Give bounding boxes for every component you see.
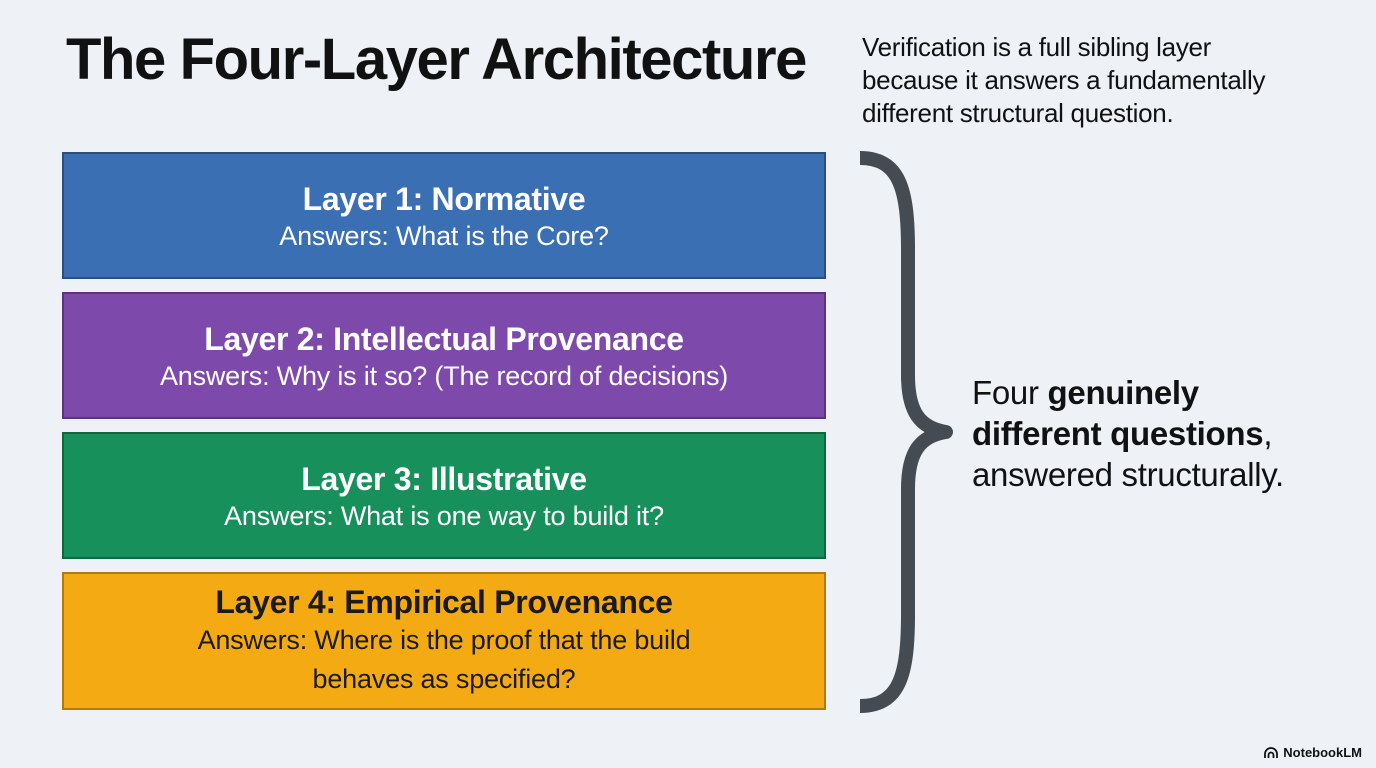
- curly-brace-icon: [859, 151, 953, 713]
- layer-3-title: Layer 3: Illustrative: [301, 460, 587, 497]
- conclusion-line-2: different questions,: [972, 413, 1352, 454]
- conclusion-line-3: answered structurally.: [972, 456, 1284, 493]
- layer-4-title: Layer 4: Empirical Provenance: [215, 584, 673, 620]
- notebooklm-watermark: NotebookLM: [1264, 745, 1362, 760]
- layer-2-title: Layer 2: Intellectual Provenance: [204, 320, 684, 357]
- slide-title: The Four-Layer Architecture: [66, 27, 807, 92]
- layer-2-box: Layer 2: Intellectual Provenance Answers…: [62, 292, 826, 419]
- conclusion-plain: ,: [1263, 415, 1273, 452]
- conclusion-text: Four genuinely different questions, answ…: [972, 372, 1352, 495]
- verification-note-line: because it answers a fundamentally: [862, 65, 1266, 95]
- layer-4-question-line: Answers: Where is the proof that the bui…: [197, 625, 691, 655]
- layer-1-box: Layer 1: Normative Answers: What is the …: [62, 152, 826, 279]
- conclusion-line-1: Four genuinely: [972, 372, 1352, 413]
- notebooklm-logo-icon: [1264, 746, 1279, 758]
- watermark-label: NotebookLM: [1283, 745, 1362, 760]
- layer-1-question: Answers: What is the Core?: [279, 220, 609, 251]
- verification-note: Verification is a full sibling layer bec…: [862, 31, 1342, 130]
- layer-4-box: Layer 4: Empirical Provenance Answers: W…: [62, 572, 826, 710]
- layer-2-question: Answers: Why is it so? (The record of de…: [159, 360, 729, 391]
- conclusion-emphasis: genuinely: [1047, 374, 1200, 411]
- layer-4-question-line: behaves as specified?: [312, 664, 576, 694]
- verification-note-line: different structural question.: [862, 98, 1174, 128]
- layer-3-question: Answers: What is one way to build it?: [224, 500, 664, 531]
- verification-note-line: Verification is a full sibling layer: [862, 32, 1212, 62]
- layer-1-title: Layer 1: Normative: [302, 180, 586, 217]
- conclusion-plain: Four: [972, 374, 1048, 411]
- layer-3-box: Layer 3: Illustrative Answers: What is o…: [62, 432, 826, 559]
- curly-brace-path: [859, 151, 953, 713]
- conclusion-emphasis: different questions: [972, 415, 1264, 452]
